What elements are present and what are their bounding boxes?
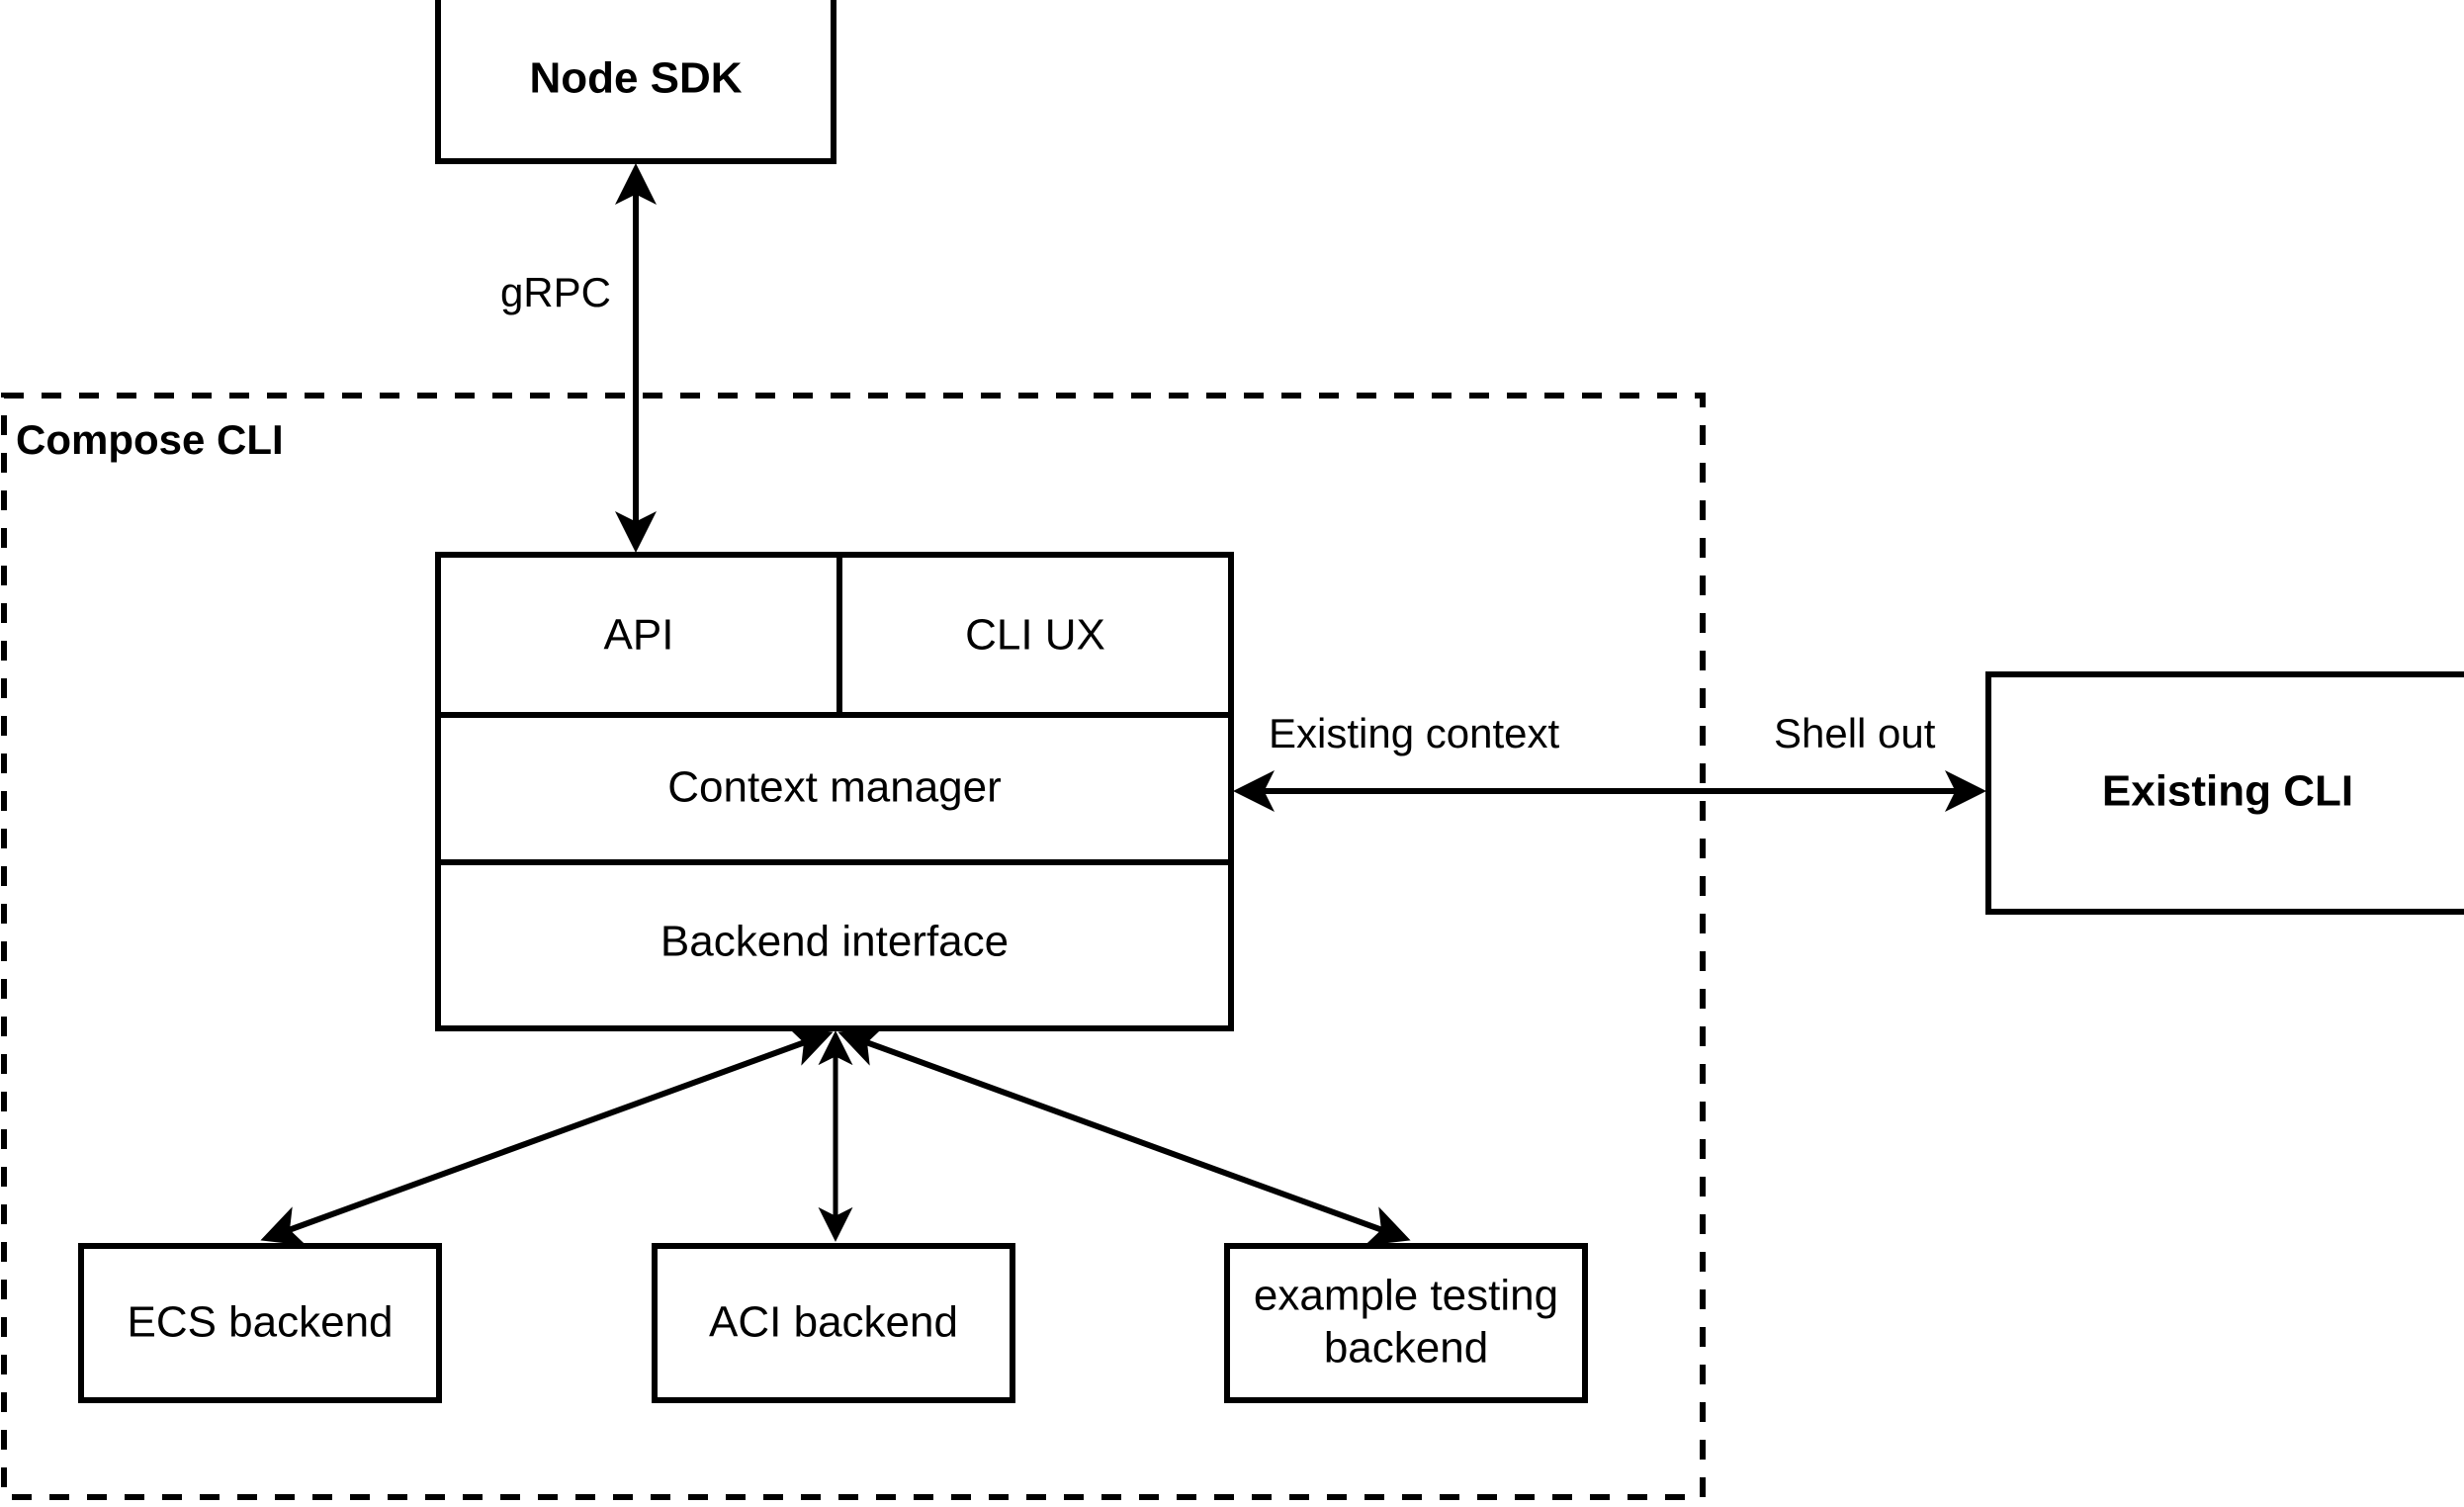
cli-stack-rect xyxy=(435,552,1234,1031)
node-ecs-backend[interactable]: ECS backend xyxy=(78,1243,442,1403)
context-manager-label: Context manager xyxy=(667,763,1002,812)
node-example-testing-backend[interactable]: example testing backend xyxy=(1224,1243,1588,1403)
ecs-backend-label: ECS backend xyxy=(127,1298,393,1347)
edge-to-ecs-backend xyxy=(260,1026,834,1246)
node-sdk-rect[interactable] xyxy=(435,0,836,164)
ecs-backend-rect[interactable] xyxy=(78,1243,442,1403)
aci-backend-label: ACI backend xyxy=(709,1298,958,1347)
existing-cli-rect[interactable] xyxy=(1985,671,2464,915)
cli-ux-label: CLI UX xyxy=(965,611,1105,660)
aci-backend-rect[interactable] xyxy=(652,1243,1015,1403)
node-node-sdk[interactable]: Node SDK xyxy=(435,0,836,164)
example-testing-backend-label-line2: backend xyxy=(1324,1324,1488,1373)
node-backend-interface[interactable]: Backend interface xyxy=(660,918,1009,966)
node-context-manager[interactable]: Context manager xyxy=(667,763,1002,812)
compose-cli-group-border xyxy=(1,393,1706,1500)
existing-context-edge-label: Existing context xyxy=(1269,710,1559,756)
node-cli-ux[interactable]: CLI UX xyxy=(965,611,1105,660)
edge-grpc: gRPC xyxy=(500,163,657,553)
node-sdk-label: Node SDK xyxy=(529,54,742,103)
edge-to-example-testing-backend xyxy=(837,1026,1411,1246)
group-compose-cli: Compose CLI xyxy=(1,393,1706,1500)
node-api[interactable]: API xyxy=(604,611,674,660)
node-cli-stack: API CLI UX Context manager Backend inter… xyxy=(435,552,1234,1031)
node-existing-cli[interactable]: Existing CLI xyxy=(1985,671,2464,915)
edge-existing-cli: Existing context Shell out xyxy=(1233,710,1986,812)
backend-interface-label: Backend interface xyxy=(660,918,1009,966)
existing-cli-label: Existing CLI xyxy=(2102,767,2353,816)
example-testing-backend-label-line1: example testing xyxy=(1254,1272,1558,1320)
node-aci-backend[interactable]: ACI backend xyxy=(652,1243,1015,1403)
example-testing-backend-rect[interactable] xyxy=(1224,1243,1588,1403)
compose-cli-group-label: Compose CLI xyxy=(16,416,284,463)
grpc-edge-label: gRPC xyxy=(500,269,611,315)
api-label: API xyxy=(604,611,674,660)
shell-out-edge-label: Shell out xyxy=(1774,710,1936,756)
edge-backend-fanout xyxy=(260,1026,1411,1246)
